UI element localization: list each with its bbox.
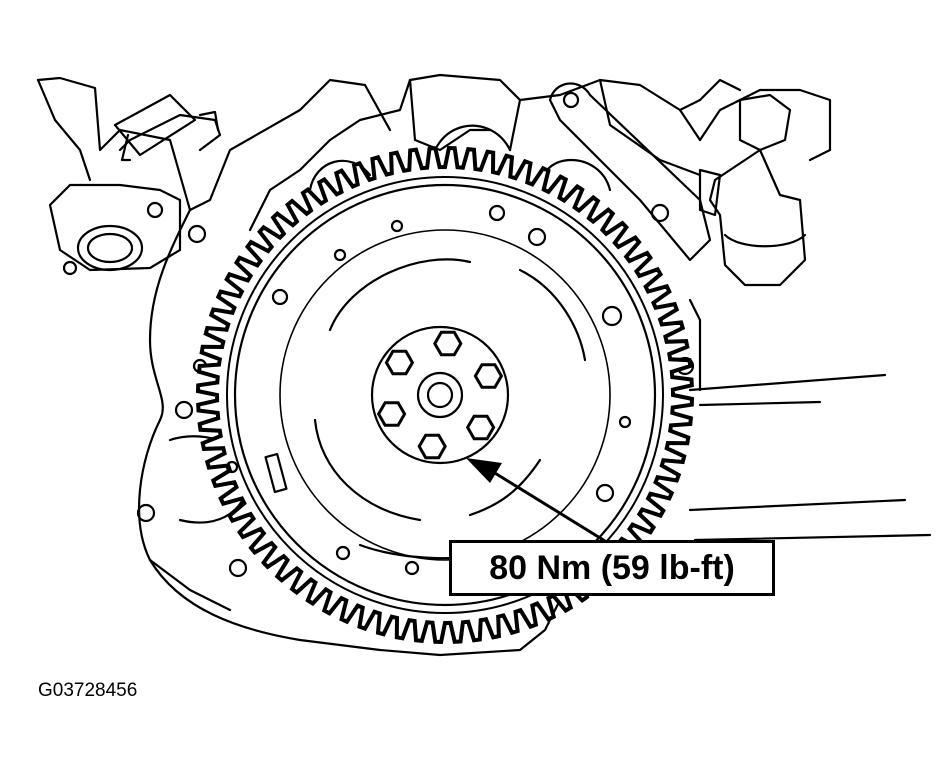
flywheel-bolt — [433, 330, 463, 357]
flywheel-bolt — [465, 414, 496, 441]
figure-id: G03728456 — [38, 680, 138, 701]
flywheel-bolt — [473, 363, 504, 389]
flywheel-bolt — [384, 349, 415, 376]
flywheel — [225, 183, 657, 607]
flywheel-bolts — [376, 330, 504, 460]
callout-arrow — [466, 458, 606, 543]
flywheel-bolt — [417, 433, 447, 460]
torque-callout-box: 80 Nm (59 lb-ft) — [449, 540, 775, 596]
torque-callout-label: 80 Nm (59 lb-ft) — [489, 548, 735, 587]
engine-block — [36, 73, 932, 657]
ring-gear-inner-edge — [226, 176, 664, 614]
flywheel-bolt — [376, 401, 407, 427]
